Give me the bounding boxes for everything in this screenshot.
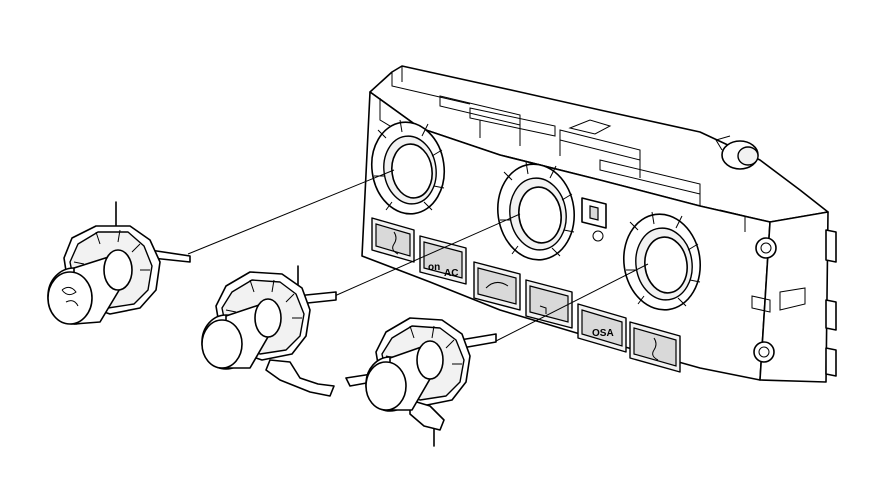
osa-label: OSA <box>592 328 614 339</box>
defrost-button <box>525 279 573 329</box>
assembly-leader-lines <box>187 169 649 343</box>
osa-button: OSA <box>577 303 627 353</box>
seat-heat-left-button <box>371 217 415 263</box>
panel-socket-center <box>496 161 576 261</box>
seat-heat-right-button <box>629 321 681 373</box>
recirculation-button: on AC <box>419 235 467 285</box>
auto-button <box>473 261 521 311</box>
knob-temperature <box>345 317 497 447</box>
panel-socket-right <box>622 211 702 311</box>
knob-air-distribution <box>201 265 337 397</box>
on-label: on <box>428 262 440 273</box>
knob-fan-speed <box>47 201 191 325</box>
ac-label: AC <box>444 268 458 279</box>
panel-socket-left <box>370 119 446 215</box>
